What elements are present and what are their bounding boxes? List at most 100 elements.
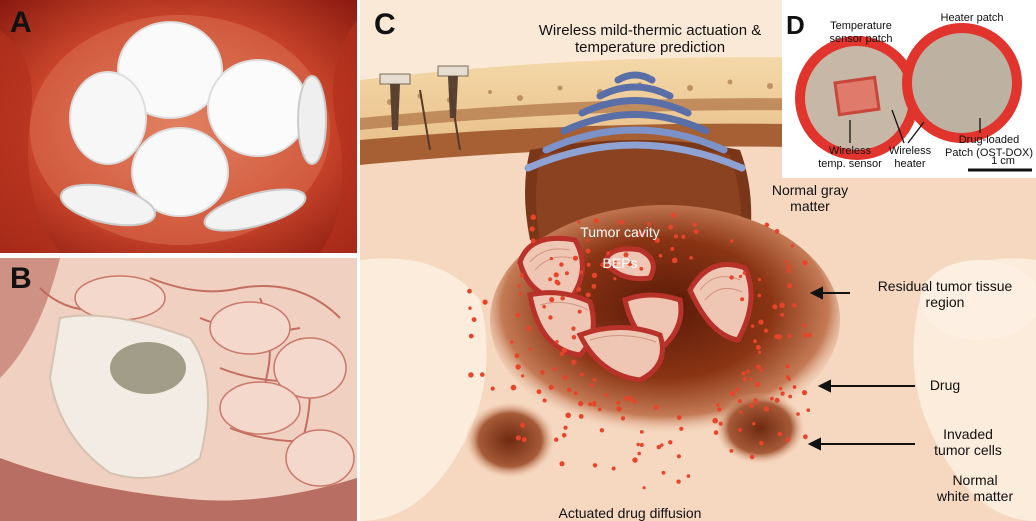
drug-particle	[677, 415, 682, 420]
drug-particle	[578, 401, 583, 406]
residual-tumor-label: Residual tumor tissue region	[855, 278, 1035, 310]
drug-particle	[542, 305, 546, 309]
drug-particle	[537, 389, 542, 394]
drug-particle	[529, 226, 534, 231]
drug-particle	[796, 412, 800, 416]
drug-particle	[785, 438, 790, 443]
drug-particle	[749, 403, 753, 407]
drug-particle	[778, 432, 783, 437]
drug-particle	[560, 296, 565, 301]
drug-particle	[468, 372, 473, 377]
drug-particle	[563, 426, 567, 430]
drug-particle	[592, 403, 596, 407]
drug-particle	[637, 452, 641, 456]
drug-particle	[779, 303, 784, 308]
panel-b-photo: B	[0, 258, 357, 521]
drug-particle	[739, 411, 742, 414]
normal-gray-matter-label: Normal gray matter	[760, 182, 860, 214]
temp-patch-line-2: sensor patch	[816, 33, 906, 46]
wheater-line-2: heater	[880, 158, 940, 171]
drug-particle	[555, 340, 558, 343]
drug-particle	[672, 258, 678, 264]
drug-particle	[598, 408, 602, 412]
drug-particle	[574, 391, 578, 395]
drug-particle	[714, 430, 719, 435]
drug-particle	[746, 370, 750, 374]
drug-particle	[780, 313, 784, 317]
drug-particle	[616, 401, 620, 405]
drug-particle	[742, 371, 746, 375]
drug-particle	[760, 369, 763, 372]
drug-particle	[788, 395, 792, 399]
drug-particle	[756, 365, 761, 370]
drug-particle	[788, 377, 791, 380]
drug-particle	[516, 435, 521, 440]
drug-particle	[787, 283, 792, 288]
panel-d-letter: D	[786, 10, 805, 40]
drug-particle	[480, 372, 485, 377]
wireless-heater-label: Wireless heater	[880, 145, 940, 170]
drug-particle	[600, 428, 604, 432]
drug-particle	[759, 441, 764, 446]
drug-particle	[516, 364, 521, 369]
drug-particle	[694, 229, 699, 234]
drug-particle	[755, 382, 760, 387]
drug-particle	[668, 440, 672, 444]
drug-particle	[777, 334, 782, 339]
drug-particle	[560, 461, 565, 466]
drug-particle	[580, 373, 584, 377]
drug-particle	[670, 247, 674, 251]
drug-particle	[560, 352, 564, 356]
white-line-1: Normal	[915, 472, 1035, 488]
drug-particle	[522, 437, 527, 442]
invaded-line-2: tumor cells	[918, 442, 1018, 458]
drug-particle	[743, 271, 747, 275]
invaded-line-1: Invaded	[918, 426, 1018, 442]
drug-particle	[756, 345, 761, 350]
drug-particle	[749, 378, 752, 381]
drug-particle	[712, 418, 718, 424]
normal-white-matter-label: Normal white matter	[915, 472, 1035, 504]
drug-particle	[531, 238, 536, 243]
drug-particle	[517, 284, 520, 287]
drug-particle	[753, 398, 757, 402]
wireless-temp-sensor-label: Wireless temp. sensor	[810, 145, 890, 170]
white-line-2: white matter	[915, 488, 1035, 504]
drug-particle	[616, 406, 621, 411]
panel-b-letter: B	[10, 264, 32, 294]
drug-particle	[689, 256, 693, 260]
drug-particle	[571, 327, 575, 331]
drug-particle	[802, 323, 806, 327]
drug-particle	[520, 423, 525, 428]
gray-line-1: Normal gray	[760, 182, 860, 198]
drug-particle	[576, 287, 581, 292]
panel-a-photo: A	[0, 0, 357, 253]
drug-particle	[758, 278, 761, 281]
residual-line-2: region	[855, 294, 1035, 310]
drug-particle	[779, 387, 782, 390]
gray-line-2: matter	[760, 198, 860, 214]
brain-resection-image	[0, 258, 357, 521]
drug-particle	[594, 218, 599, 223]
drug-particle	[530, 214, 536, 220]
drug-particle	[467, 289, 472, 294]
drug-particle	[716, 403, 720, 407]
drug-particle	[729, 275, 733, 279]
drug-particle	[579, 414, 584, 419]
drug-label: Drug	[915, 377, 975, 393]
temp-patch-line-1: Temperature	[816, 20, 906, 33]
drug-particle	[764, 329, 768, 333]
drug-particle	[572, 335, 577, 340]
drug-particle	[515, 353, 520, 358]
panel-a-letter: A	[10, 8, 32, 38]
panel-c-letter: C	[374, 10, 396, 40]
drug-particle	[540, 370, 544, 374]
drug-particle	[586, 292, 591, 297]
drug-particle	[750, 455, 755, 460]
drug-particle	[787, 265, 791, 269]
drug-particle	[676, 480, 680, 484]
drug-particle	[787, 269, 791, 273]
drug-particle	[752, 422, 755, 425]
drug-particle	[592, 273, 597, 278]
drug-particle	[565, 271, 569, 275]
